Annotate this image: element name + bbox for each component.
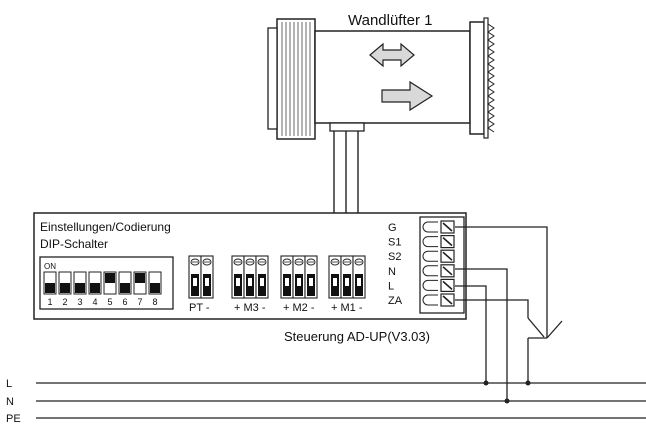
terminal-label: S1 bbox=[388, 237, 401, 249]
dip-number: 4 bbox=[93, 297, 98, 307]
terminal-label: N bbox=[388, 266, 396, 278]
dip-number: 7 bbox=[138, 297, 143, 307]
double-arrow-icon bbox=[369, 42, 415, 68]
terminal-group-label: PT - bbox=[189, 302, 210, 314]
dip-number: 8 bbox=[153, 297, 158, 307]
dip-switch-8: 8 bbox=[148, 271, 162, 307]
settings-heading: Einstellungen/Codierung bbox=[40, 220, 171, 234]
dip-switch-6: 6 bbox=[118, 271, 132, 307]
terminal-group: + M3 - bbox=[231, 255, 269, 314]
mains-lines bbox=[36, 382, 646, 419]
dip-switch-heading: DIP-Schalter bbox=[40, 237, 108, 251]
mains-label-n: N bbox=[6, 396, 14, 408]
external-wiring bbox=[455, 226, 563, 401]
terminal-l: L bbox=[388, 278, 455, 292]
mains-label-pe: PE bbox=[6, 413, 21, 423]
dip-number: 6 bbox=[123, 297, 128, 307]
terminal-group: + M1 - bbox=[328, 255, 366, 314]
terminal-label: ZA bbox=[388, 295, 403, 307]
dip-switch-5: 5 bbox=[103, 271, 117, 307]
terminal-group-label: + M2 - bbox=[283, 302, 315, 314]
controller-name: Steuerung AD-UP(V3.03) bbox=[284, 329, 430, 344]
terminal-group-label: + M3 - bbox=[234, 302, 266, 314]
terminal-label: S2 bbox=[388, 251, 401, 263]
terminal-g: G bbox=[388, 220, 455, 234]
terminal-group-label: + M1 - bbox=[331, 302, 363, 314]
dip-number: 3 bbox=[78, 297, 83, 307]
wall-fan: Wandlüfter 1 bbox=[267, 12, 495, 140]
dip-switch-1: 1 bbox=[43, 271, 57, 307]
terminal-n: N bbox=[388, 264, 455, 278]
terminal-group: PT - bbox=[188, 255, 214, 314]
dip-switch-3: 3 bbox=[73, 271, 87, 307]
dip-switch-2: 2 bbox=[58, 271, 72, 307]
dip-switch-7: 7 bbox=[133, 271, 147, 307]
terminal-label: G bbox=[388, 222, 397, 234]
terminal-s1: S1 bbox=[388, 235, 455, 249]
terminal-s2: S2 bbox=[388, 249, 455, 263]
junction-dots bbox=[483, 380, 531, 404]
terminal-za: ZA bbox=[388, 293, 455, 307]
dip-number: 5 bbox=[108, 297, 113, 307]
dip-switch-4: 4 bbox=[88, 271, 102, 307]
fan-title: Wandlüfter 1 bbox=[348, 12, 433, 29]
dip-number: 1 bbox=[48, 297, 53, 307]
dip-on-label: ON bbox=[44, 262, 56, 271]
terminal-label: L bbox=[388, 280, 394, 292]
single-arrow-icon bbox=[381, 80, 434, 112]
controller-unit: Einstellungen/Codierung DIP-Schalter ON … bbox=[33, 212, 467, 320]
mains-label-l: L bbox=[6, 378, 12, 390]
dip-number: 2 bbox=[63, 297, 68, 307]
terminal-group: + M2 - bbox=[280, 255, 318, 314]
